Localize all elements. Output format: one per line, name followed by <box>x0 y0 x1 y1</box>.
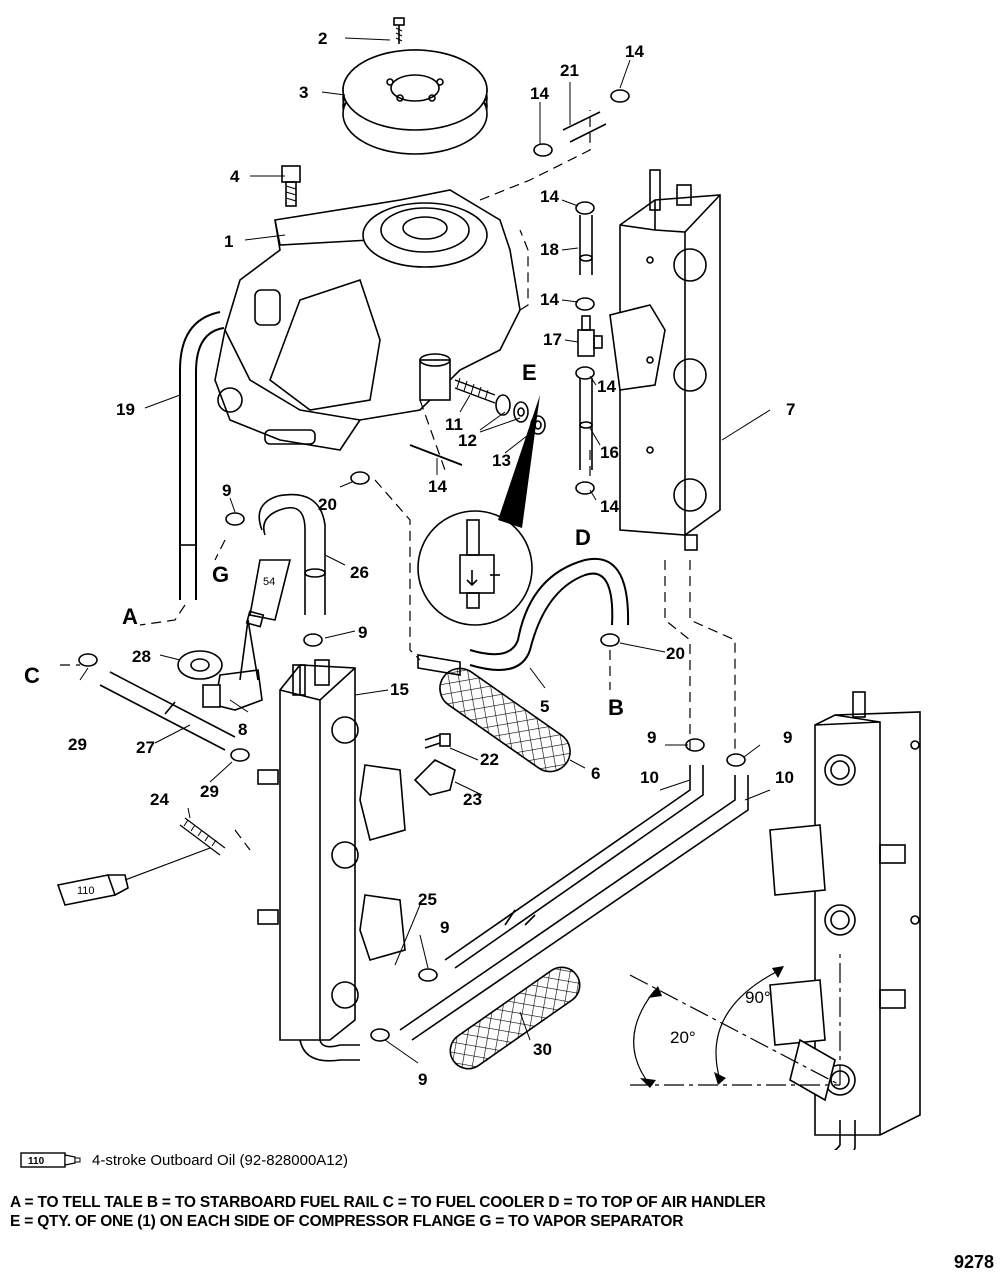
hose-clamps <box>78 89 746 1042</box>
callout-10a: 10 <box>640 768 659 787</box>
callout-16: 16 <box>600 443 619 462</box>
notes-line-2: E = QTY. OF ONE (1) ON EACH SIDE OF COMP… <box>10 1213 684 1230</box>
letter-e: E <box>522 360 537 385</box>
angle-90-label: 90° <box>745 988 771 1007</box>
callout-14g: 14 <box>428 477 447 496</box>
sealant-tube-54 <box>245 559 292 628</box>
callout-14f: 14 <box>600 497 619 516</box>
hose-elbow <box>258 493 326 615</box>
fuel-rail-lower <box>257 659 406 1062</box>
small-hardware <box>409 377 546 466</box>
callout-9c: 9 <box>440 918 449 937</box>
callout-14c: 14 <box>540 187 559 206</box>
angle-20-label: 20° <box>670 1028 696 1047</box>
callout-numbers: 1 2 3 4 21 14 14 14 18 14 17 14 16 14 7 … <box>68 29 795 1089</box>
callout-14a: 14 <box>625 42 644 61</box>
tube-110-label: 110 <box>77 885 95 897</box>
fuel-rail-detail <box>769 691 921 1150</box>
pulley-bolt <box>393 17 405 44</box>
callout-3: 3 <box>299 83 308 102</box>
letter-c: C <box>24 663 40 688</box>
mounting-bolt <box>281 165 301 207</box>
notes-line-1: A = TO TELL TALE B = TO STARBOARD FUEL R… <box>10 1194 766 1211</box>
callout-18: 18 <box>540 240 559 259</box>
callout-9e: 9 <box>647 728 656 747</box>
threaded-stud <box>179 817 226 856</box>
callout-2: 2 <box>318 29 327 48</box>
callout-14d: 14 <box>540 290 559 309</box>
callout-29a: 29 <box>68 735 87 754</box>
callout-30: 30 <box>533 1040 552 1059</box>
legend-tube-number: 110 <box>28 1156 45 1167</box>
callout-15: 15 <box>390 680 409 699</box>
callout-1: 1 <box>224 232 233 251</box>
routing-lines <box>60 110 736 851</box>
callout-8: 8 <box>238 720 247 739</box>
callout-29b: 29 <box>200 782 219 801</box>
callout-25: 25 <box>418 890 437 909</box>
callout-11: 11 <box>445 415 463 434</box>
leader-lines <box>79 37 771 1064</box>
callout-28: 28 <box>132 647 151 666</box>
exploded-parts-diagram: 1 2 3 4 21 14 14 14 18 14 17 14 16 14 7 … <box>24 17 921 1150</box>
air-compressor <box>214 189 521 451</box>
temperature-sensor <box>177 619 263 711</box>
letter-a: A <box>122 604 138 629</box>
hose-fuel-cooler <box>99 671 236 751</box>
long-hoses <box>399 765 749 1041</box>
lubricant-legend: 110 4-stroke Outboard Oil (92-828000A12) <box>20 1148 348 1172</box>
legend-text: 4-stroke Outboard Oil (92-828000A12) <box>92 1151 348 1169</box>
callout-22: 22 <box>480 750 499 769</box>
sealant-tube-110 <box>56 874 129 906</box>
callout-9b: 9 <box>358 623 367 642</box>
callout-14b: 14 <box>530 84 549 103</box>
callout-10b: 10 <box>775 768 794 787</box>
bracket-with-bolt <box>413 733 456 796</box>
callout-4: 4 <box>230 167 240 186</box>
callout-23: 23 <box>463 790 482 809</box>
callout-9f: 9 <box>783 728 792 747</box>
protective-sleeve-lower <box>449 966 581 1070</box>
protective-sleeve <box>439 667 571 773</box>
callout-13: 13 <box>492 451 511 470</box>
callout-9d: 9 <box>418 1070 427 1089</box>
reference-letters: A B C D E G <box>24 360 624 720</box>
callout-5: 5 <box>540 697 549 716</box>
callout-9a: 9 <box>222 481 231 500</box>
callout-26: 26 <box>350 563 369 582</box>
hose-segments <box>562 111 607 470</box>
fuel-rail-upper <box>609 169 721 551</box>
tube-54-label: 54 <box>263 576 275 588</box>
oil-tube-icon: 110 <box>20 1152 81 1168</box>
callout-7: 7 <box>786 400 795 419</box>
callout-20b: 20 <box>666 644 685 663</box>
callout-17: 17 <box>543 330 562 349</box>
letter-g: G <box>212 562 229 587</box>
callout-14e: 14 <box>597 377 616 396</box>
callout-20a: 20 <box>318 495 337 514</box>
tee-fitting <box>577 315 603 357</box>
callout-24: 24 <box>150 790 169 809</box>
callout-21: 21 <box>560 61 579 80</box>
compressor-pulley <box>342 49 488 155</box>
callout-6: 6 <box>591 764 600 783</box>
letter-b: B <box>608 695 624 720</box>
callout-12: 12 <box>458 431 477 450</box>
angle-indicators <box>629 950 841 1086</box>
figure-number: 9278 <box>953 1252 994 1272</box>
letter-d: D <box>575 525 591 550</box>
detail-inset <box>417 510 533 626</box>
callout-27: 27 <box>136 738 155 757</box>
hose-tell-tale <box>179 311 225 600</box>
callout-19: 19 <box>116 400 135 419</box>
